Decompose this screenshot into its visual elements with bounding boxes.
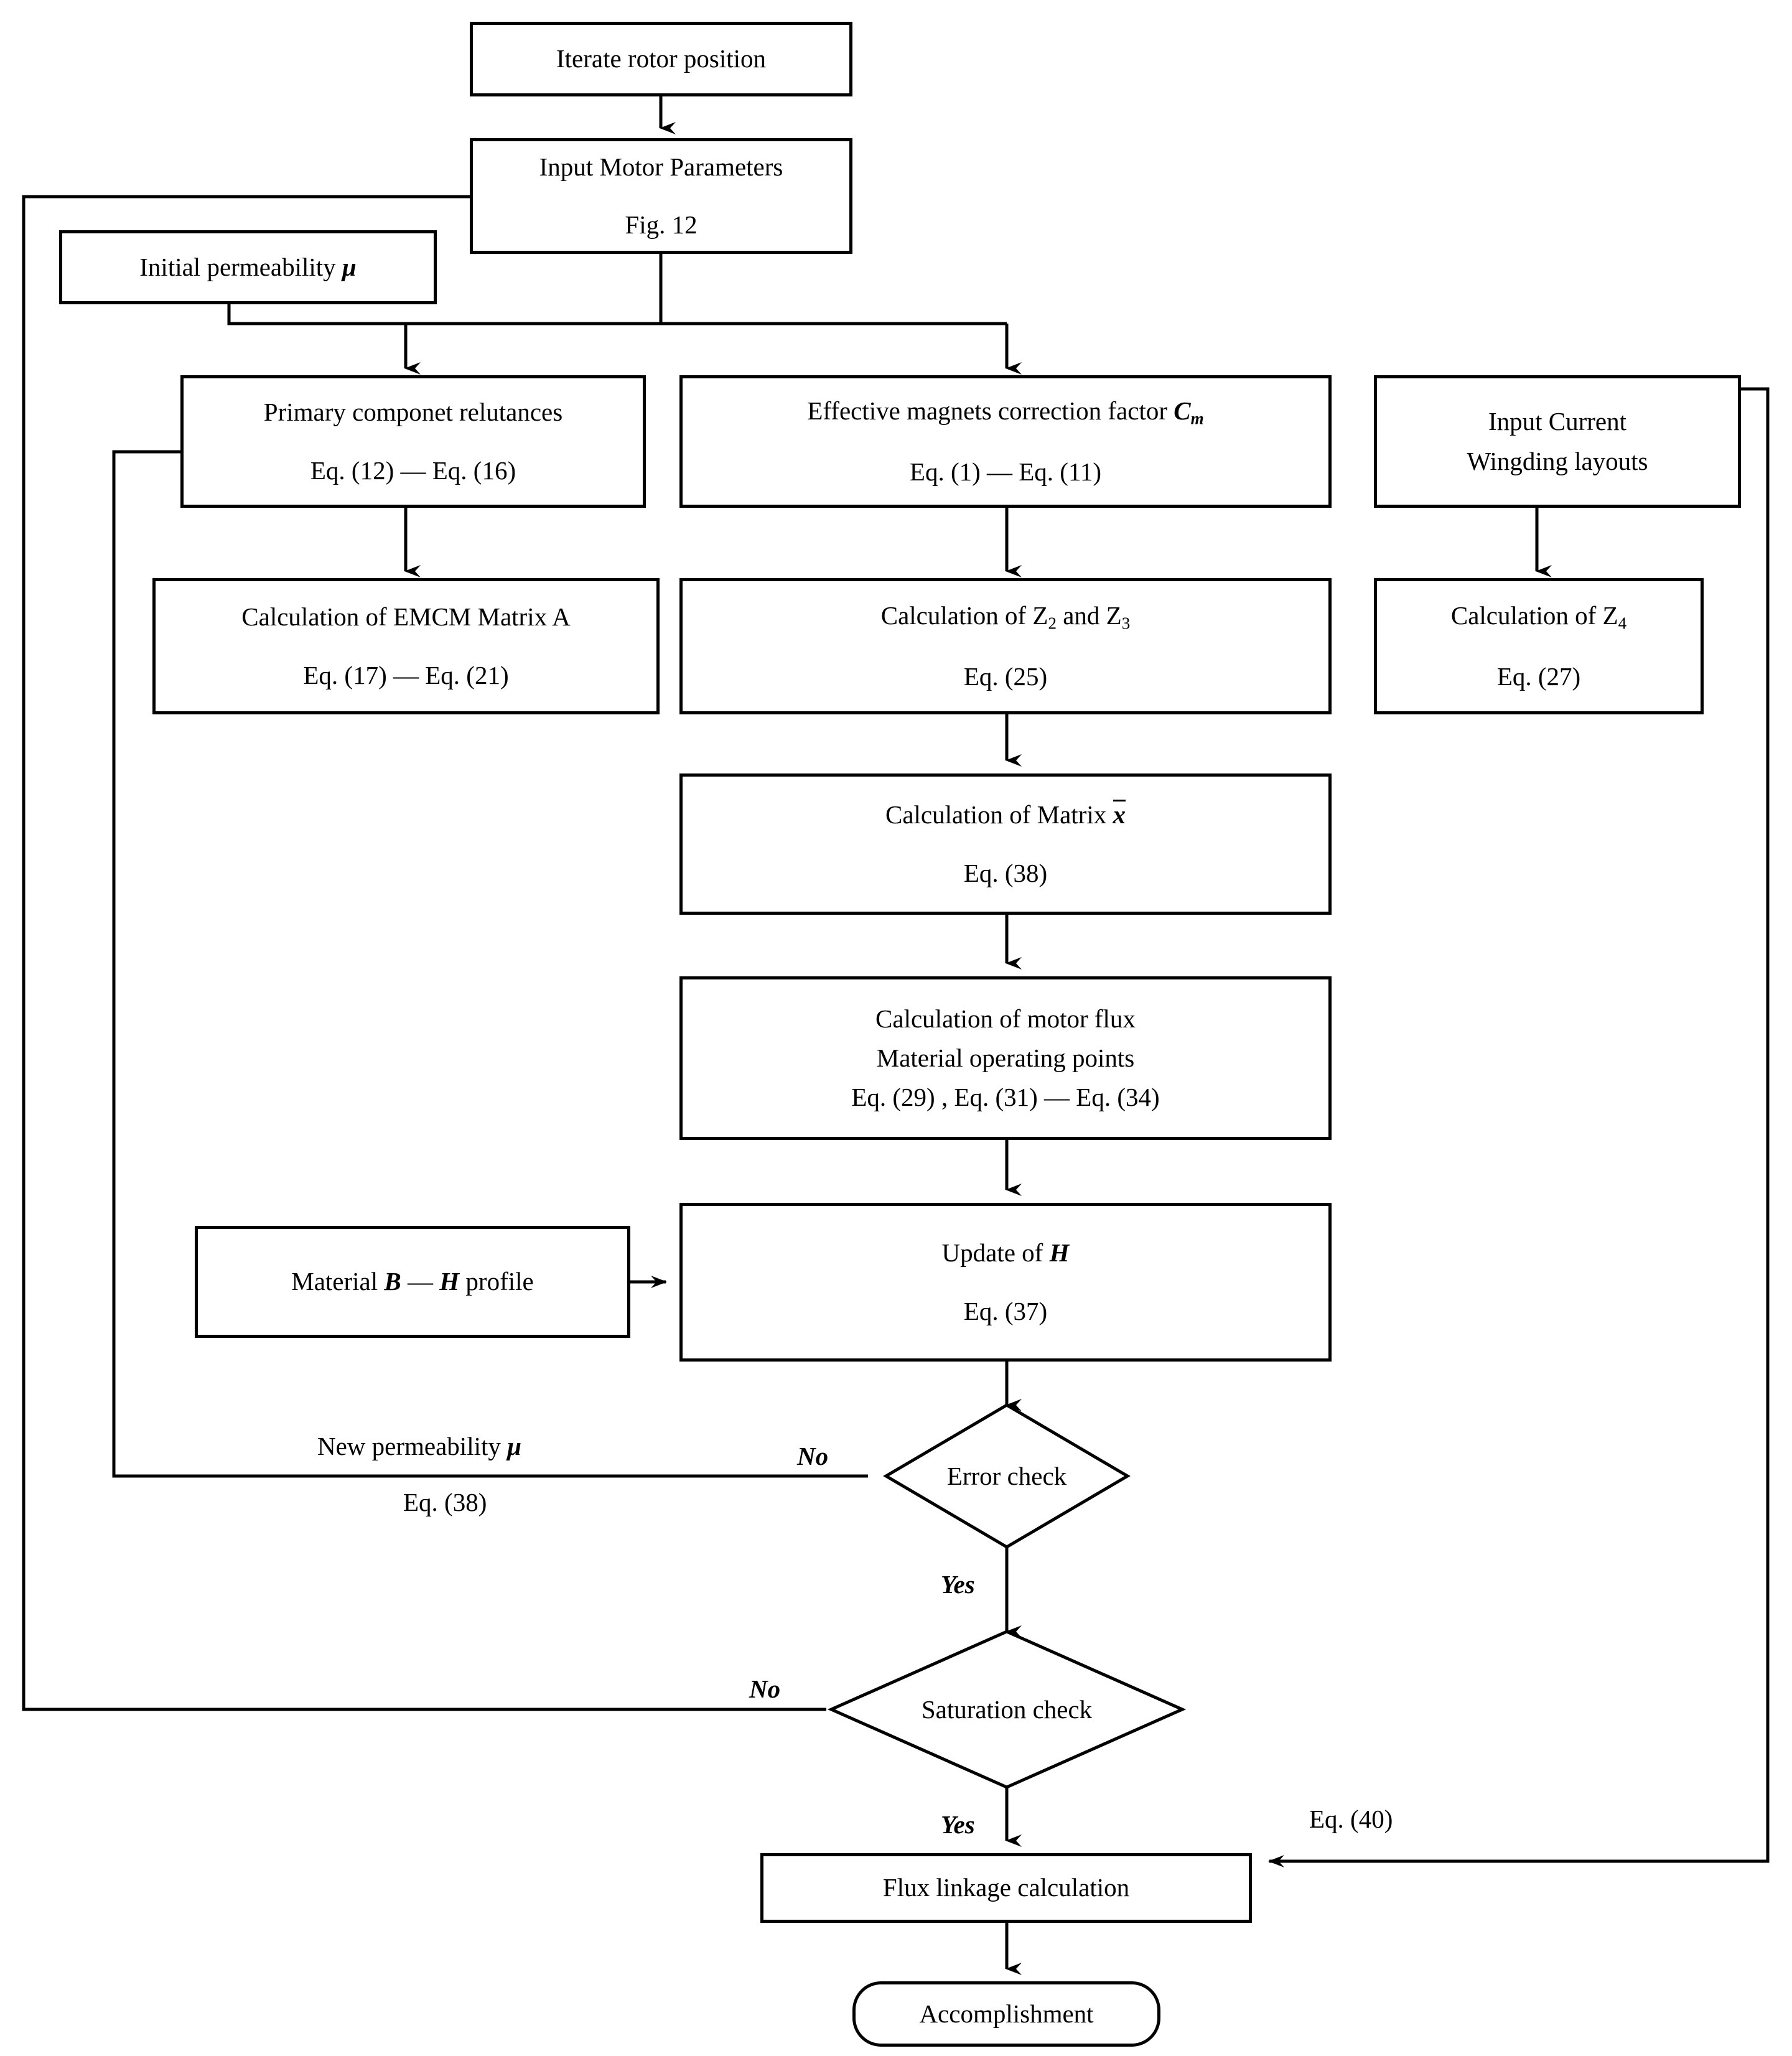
node-label-line2: Eq. (1) — Eq. (11) <box>909 457 1102 486</box>
mu-symbol: μ <box>342 252 357 281</box>
node-label: Accomplishment <box>919 1999 1094 2028</box>
node-calculation-z4[interactable]: Calculation of Z4 Eq. (27) <box>1374 578 1704 714</box>
label-saturation-check-no: No <box>749 1675 781 1703</box>
label-new-permeability-eq: Eq. (38) <box>403 1488 487 1516</box>
label-new-permeability: New permeability μ <box>317 1432 521 1460</box>
edge-saturation-no-feedback <box>22 190 826 1711</box>
node-label-line2: Eq. (12) — Eq. (16) <box>310 456 516 485</box>
saturation-check-diamond <box>827 1630 1187 1789</box>
node-label-line1: Update of H <box>941 1238 1070 1268</box>
mu-symbol: μ <box>507 1432 521 1460</box>
label-error-check-no: No <box>797 1442 829 1470</box>
node-label-line2: Eq. (38) <box>963 858 1048 887</box>
edge-error-no-feedback <box>112 446 868 1478</box>
node-calculation-motor-flux[interactable]: Calculation of motor flux Material opera… <box>679 976 1332 1140</box>
x-bar-symbol: x <box>1113 800 1126 829</box>
node-initial-permeability[interactable]: Initial permeability μ <box>59 230 437 304</box>
edge-current-to-fluxlinkage <box>1268 387 1770 1867</box>
node-label-line1: Calculation of EMCM Matrix A <box>241 602 571 632</box>
saturation-check-label[interactable]: Saturation check <box>921 1695 1093 1724</box>
node-effective-magnets-correction-factor[interactable]: Effective magnets correction factor Cm E… <box>679 375 1332 508</box>
cm-symbol: Cm <box>1174 396 1204 428</box>
node-primary-component-reluctances[interactable]: Primary componet relutances Eq. (12) — E… <box>180 375 646 508</box>
node-label-line2: Eq. (27) <box>1496 661 1581 691</box>
node-label-line2: Material operating points <box>876 1043 1135 1072</box>
node-label: Material B — H profile <box>291 1267 534 1296</box>
node-label-line1: Primary componet relutances <box>263 398 563 427</box>
edge-initperm-to-bar <box>227 304 406 325</box>
label-saturation-check-yes: Yes <box>941 1810 975 1839</box>
node-label: Initial permeability μ <box>139 252 357 281</box>
node-flux-linkage-calculation[interactable]: Flux linkage calculation <box>760 1853 1252 1923</box>
node-iterate-rotor-position[interactable]: Iterate rotor position <box>470 22 852 96</box>
node-label: Iterate rotor position <box>556 44 766 73</box>
node-label-line1: Calculation of motor flux <box>875 1004 1136 1033</box>
node-calculation-emcm-matrix-a[interactable]: Calculation of EMCM Matrix A Eq. (17) — … <box>152 578 660 714</box>
node-calculation-matrix-x[interactable]: Calculation of Matrix x Eq. (38) <box>679 773 1332 915</box>
node-label-line1: Effective magnets correction factor Cm <box>807 396 1204 428</box>
node-label-line1: Input Motor Parameters <box>539 152 783 181</box>
node-label-line2: Wingding layouts <box>1467 446 1648 475</box>
node-label-line2: Eq. (37) <box>963 1296 1048 1325</box>
b-symbol: B <box>384 1267 401 1296</box>
node-label-line2: Eq. (25) <box>963 661 1048 691</box>
node-label-line1: Calculation of Matrix x <box>885 800 1126 829</box>
node-material-bh-profile[interactable]: Material B — H profile <box>195 1226 630 1338</box>
node-input-motor-parameters[interactable]: Input Motor Parameters Fig. 12 <box>470 138 852 254</box>
node-accomplishment[interactable]: Accomplishment <box>852 1981 1160 2047</box>
h-symbol: H <box>1049 1238 1070 1268</box>
label-error-check-yes: Yes <box>941 1570 975 1599</box>
node-label: Flux linkage calculation <box>882 1873 1130 1902</box>
node-label-line1: Calculation of Z4 <box>1450 601 1627 633</box>
node-label-line1: Calculation of Z2 and Z3 <box>880 601 1131 633</box>
label-eq-40: Eq. (40) <box>1309 1805 1393 1833</box>
node-input-current-winding-layouts[interactable]: Input Current Wingding layouts <box>1374 375 1741 508</box>
node-label-line2: Eq. (17) — Eq. (21) <box>303 660 509 689</box>
node-update-of-h[interactable]: Update of H Eq. (37) <box>679 1203 1332 1362</box>
error-check-diamond <box>883 1403 1131 1549</box>
error-check-label[interactable]: Error check <box>946 1462 1067 1490</box>
node-label-line2: Fig. 12 <box>625 210 698 239</box>
node-label-line1: Input Current <box>1488 407 1627 436</box>
node-label-line3: Eq. (29) , Eq. (31) — Eq. (34) <box>851 1083 1160 1112</box>
node-calculation-z2-z3[interactable]: Calculation of Z2 and Z3 Eq. (25) <box>679 578 1332 714</box>
h-symbol: H <box>439 1267 460 1296</box>
